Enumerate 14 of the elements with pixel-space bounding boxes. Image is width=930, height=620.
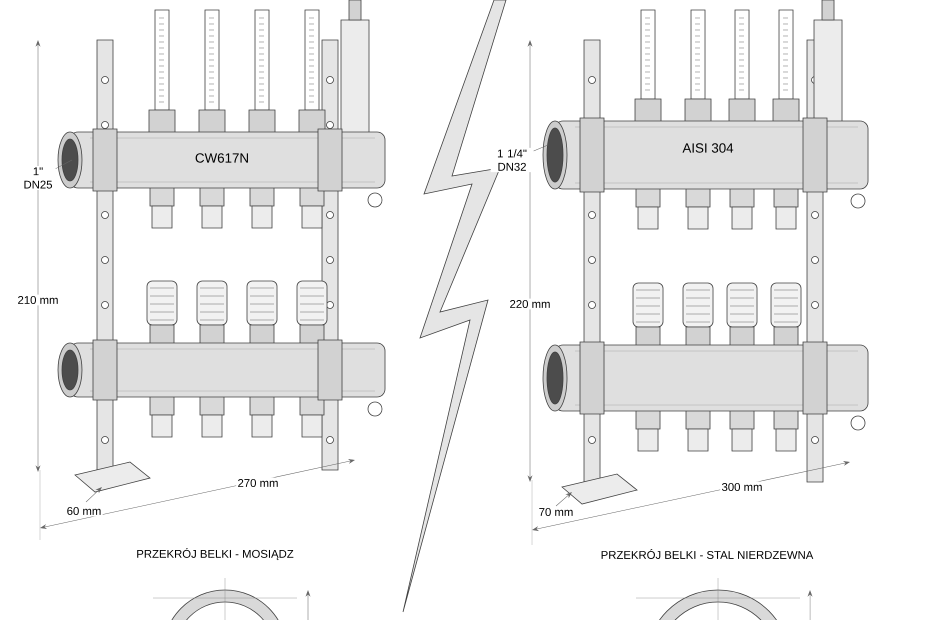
dimension-label: 270 mm: [236, 478, 280, 488]
dimension-label: 60 mm: [65, 506, 103, 516]
leader-line: [55, 160, 72, 169]
dimension-label: 300 mm: [720, 482, 764, 492]
section-heading: PRZEKRÓJ BELKI - MOSIĄDZ: [134, 546, 296, 562]
dimension-label: 210 mm: [16, 294, 60, 306]
dimension-label: 220 mm: [508, 298, 552, 310]
leader-line: [533, 144, 548, 152]
dimension-label: 70 mm: [537, 506, 575, 518]
size-label: 1" DN25: [20, 166, 56, 190]
alloy-label: AISI 304: [682, 143, 734, 153]
alloy-label: CW617N: [196, 153, 248, 163]
size-label: 1 1/4" DN32: [490, 148, 534, 172]
section-heading: PRZEKRÓJ BELKI - STAL NIERDZEWNA: [599, 548, 815, 560]
